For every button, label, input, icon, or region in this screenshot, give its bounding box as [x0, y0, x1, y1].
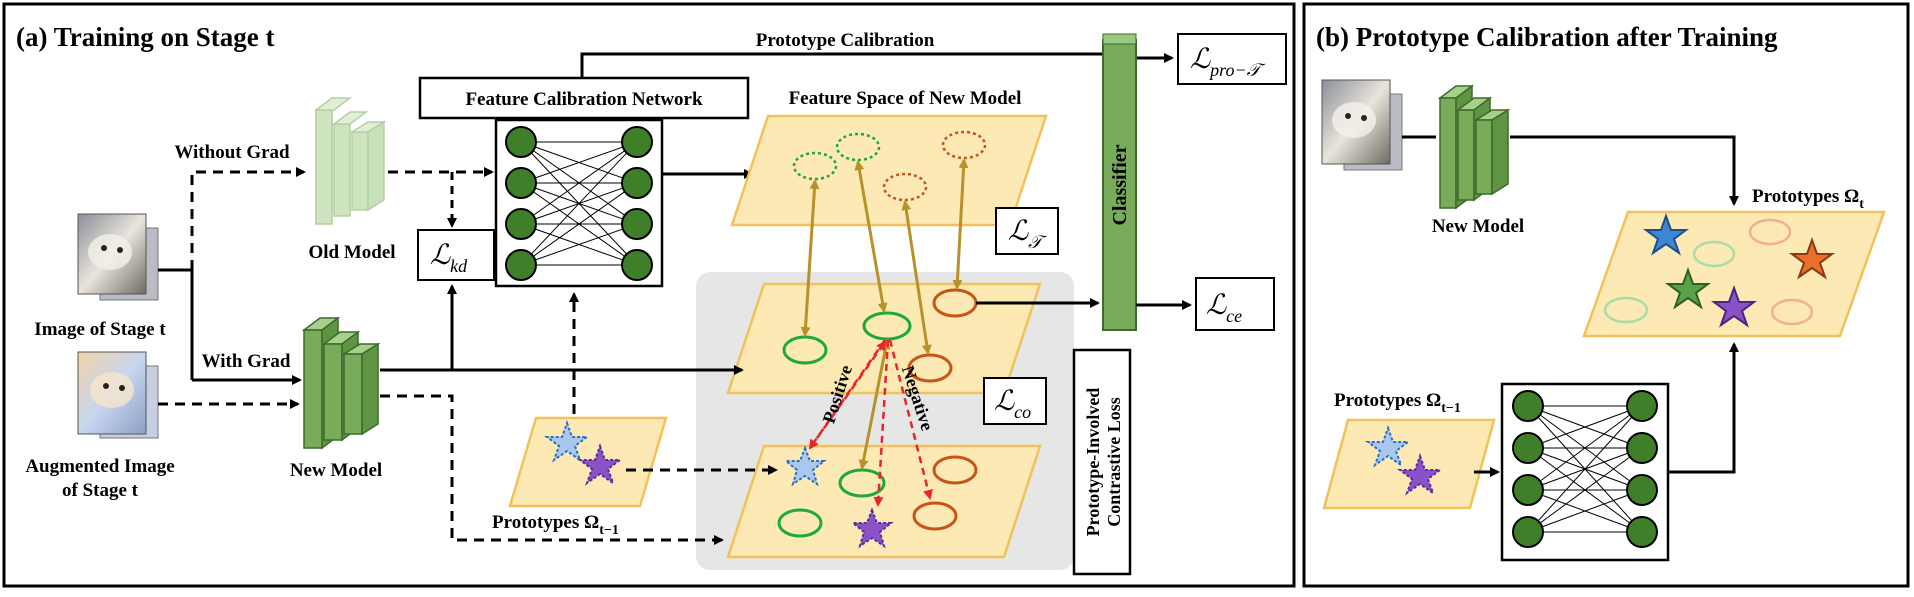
panel-b-prototypes-prev-plane — [1322, 418, 1496, 510]
loss-ce-box — [1195, 277, 1275, 331]
fcn-nodes — [505, 126, 653, 281]
panel-b-ellipse-3 — [1603, 296, 1649, 324]
panel-b-fcn-nodes — [1512, 390, 1658, 548]
loss-kd: ℒkd — [430, 240, 468, 276]
panel-b-ellipse-1 — [1748, 218, 1792, 246]
panel-b-image — [1321, 79, 1403, 171]
panel-b-fcn-to-prototypes-arrow — [1668, 342, 1739, 474]
ellipse-orange-dotted-1 — [882, 172, 928, 202]
image-of-stage-label: Image of Stage t — [34, 319, 166, 340]
panel-b-frame — [1302, 2, 1910, 588]
without-grad-label: Without Grad — [174, 142, 290, 163]
panel-b-new-model-label: New Model — [1432, 216, 1524, 237]
ellipse-green-mid-1 — [782, 335, 828, 365]
fcn-label: Feature Calibration Network — [465, 89, 703, 110]
loss-kd-box — [417, 229, 495, 281]
ellipse-orange-bot-1 — [932, 455, 978, 485]
panel-b-ellipse-4 — [1770, 298, 1814, 326]
prototype-calibration-label: Prototype Calibration — [756, 30, 935, 51]
loss-ce: ℒce — [1206, 290, 1242, 326]
gold-arrow-2 — [854, 160, 888, 313]
contrastive-line2: Contrastive Loss — [1104, 397, 1124, 527]
loss-co: ℒco — [994, 386, 1031, 422]
star-purple-bottom — [850, 507, 894, 549]
augmented-label-2: of Stage t — [62, 480, 139, 501]
ellipse-green-dotted-1 — [792, 151, 838, 181]
star-blue-prev — [544, 420, 590, 463]
old-model-icon — [313, 96, 387, 226]
loss-pro-t: ℒpro−𝒯 — [1190, 44, 1266, 80]
feature-space-label: Feature Space of New Model — [789, 88, 1022, 109]
ellipse-orange-bot-2 — [912, 501, 958, 531]
with-grad-label: With Grad — [202, 351, 291, 372]
panel-b-prototypes-t-plane — [1582, 210, 1886, 338]
panel-b-star-green — [1665, 267, 1711, 310]
star-blue-bottom — [783, 445, 827, 487]
panel-a-frame — [2, 2, 1296, 588]
panel-b-prototypes-t-label: Prototypes Ωt — [1752, 186, 1864, 212]
panel-b-fcn-connections — [1527, 405, 1643, 533]
without-grad-arrow — [190, 167, 306, 270]
ellipse-green-mid-2 — [862, 311, 912, 341]
panel-b-model-to-prototypes-arrow — [1510, 135, 1739, 206]
loss-t-box — [995, 207, 1059, 255]
fcn-connections — [520, 141, 638, 266]
augmented-label-1: Augmented Image — [25, 456, 174, 477]
ellipse-orange-mid-2 — [907, 353, 953, 383]
loss-co-box — [983, 377, 1047, 425]
ellipse-green-bot-1 — [838, 468, 886, 498]
panel-b-star-purple — [1711, 285, 1757, 328]
gold-arrow-4 — [952, 158, 969, 290]
ellipse-orange-dotted-2 — [941, 130, 987, 160]
red-positive-back — [808, 340, 887, 449]
panel-b-star-purple-prev — [1397, 453, 1443, 496]
red-negative-arrow — [888, 339, 933, 500]
new-model-icon — [301, 316, 381, 450]
augmented-image — [77, 351, 159, 439]
panel-a-title: (a) Training on Stage t — [16, 22, 275, 52]
star-purple-prev — [577, 443, 623, 486]
ellipse-green-dotted-2 — [835, 132, 881, 162]
new-model-label: New Model — [290, 460, 382, 481]
gold-arrow-5 — [858, 339, 891, 470]
newmodel-to-bottom-arrow — [380, 394, 724, 545]
gold-arrow-3 — [901, 200, 932, 355]
ellipse-orange-mid-1 — [932, 288, 978, 318]
panel-b-new-model-icon — [1437, 84, 1511, 210]
ellipse-green-bot-2 — [777, 508, 823, 538]
prototypes-prev-label: Prototypes Ωt−1 — [492, 512, 619, 538]
contrastive-loss-box — [1072, 348, 1132, 576]
panel-b-prototypes-prev-label: Prototypes Ωt−1 — [1334, 390, 1461, 416]
old-model-label: Old Model — [308, 242, 395, 263]
classifier-label: Classifier — [1109, 144, 1131, 225]
image-of-stage-t — [77, 213, 159, 301]
panel-b-ellipse-2 — [1692, 240, 1736, 268]
panel-b-star-orange — [1789, 237, 1835, 280]
fcn-label-box — [418, 76, 750, 120]
panel-b-star-blue — [1643, 213, 1689, 256]
contrastive-line1: Prototype-Involved — [1083, 388, 1103, 537]
loss-pro-t-box — [1177, 33, 1287, 85]
classifier-bar-top — [1102, 33, 1137, 45]
gold-arrow-1 — [800, 179, 820, 337]
panel-b-title: (b) Prototype Calibration after Training — [1316, 22, 1778, 52]
feature-plane-bottom — [726, 444, 1042, 559]
panel-b-star-blue-prev — [1365, 425, 1411, 468]
red-to-purple-arrow — [873, 339, 890, 507]
